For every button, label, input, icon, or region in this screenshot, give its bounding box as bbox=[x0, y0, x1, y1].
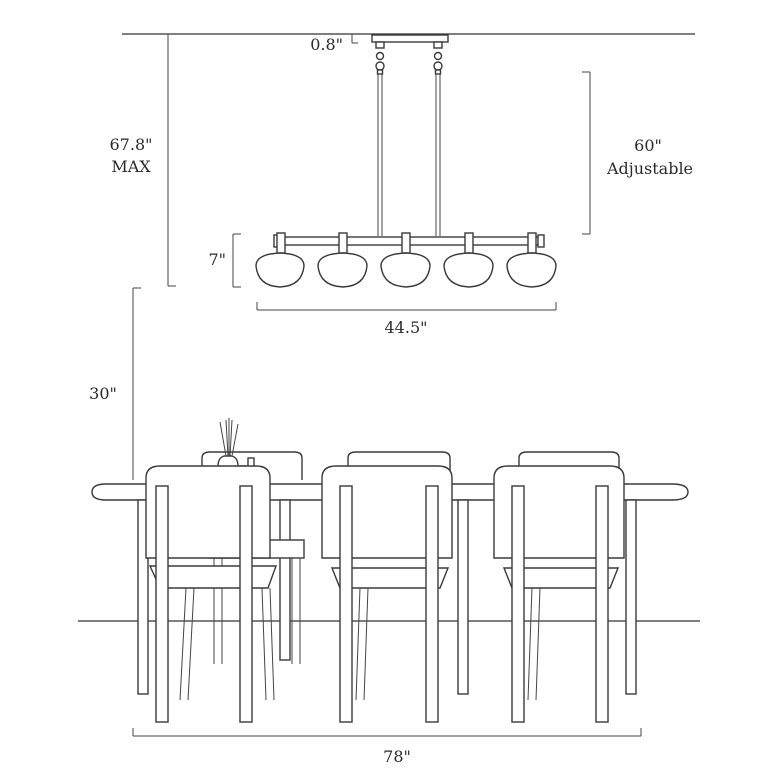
canopy-height-bracket bbox=[351, 34, 358, 44]
shade bbox=[443, 232, 494, 288]
front-chair bbox=[493, 465, 625, 723]
table-length-bracket bbox=[132, 728, 642, 737]
adjustable-value: 60" bbox=[634, 136, 662, 155]
fixture-width-bracket bbox=[256, 302, 557, 311]
shade-height-bracket bbox=[232, 233, 241, 288]
suspension-rods bbox=[377, 74, 441, 236]
shade bbox=[380, 232, 431, 288]
table-clearance-value: 30" bbox=[89, 384, 117, 403]
overall-height-bracket bbox=[167, 34, 176, 287]
table-length-value: 78" bbox=[383, 747, 411, 766]
front-chair bbox=[145, 465, 305, 723]
table-clearance-bracket bbox=[132, 287, 141, 480]
shade-height-value: 7" bbox=[208, 250, 226, 269]
table-leg bbox=[457, 499, 469, 695]
overall-height-value: 67.8" bbox=[110, 135, 153, 154]
table-leg bbox=[279, 499, 291, 661]
table-leg bbox=[625, 499, 637, 695]
shade bbox=[506, 232, 557, 288]
overall-height-max-label: MAX bbox=[111, 157, 151, 176]
adjustable-bracket bbox=[582, 71, 591, 235]
shade bbox=[317, 232, 368, 288]
table-leg bbox=[137, 499, 149, 695]
front-chair bbox=[321, 465, 453, 723]
shade bbox=[255, 232, 305, 288]
adjustable-label: Adjustable bbox=[606, 159, 693, 178]
canopy-height-value: 0.8" bbox=[310, 35, 343, 54]
fixture-width-value: 44.5" bbox=[385, 318, 428, 337]
canopy bbox=[371, 34, 449, 75]
